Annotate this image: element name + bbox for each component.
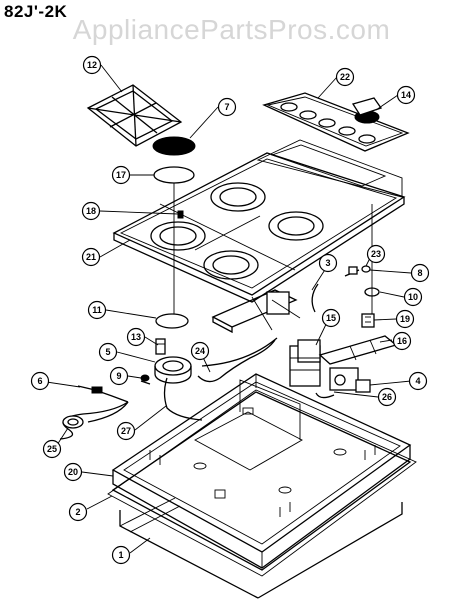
control-panel-overlay [262, 92, 410, 152]
callout-18: 18 [81, 201, 101, 221]
callout-10: 10 [403, 287, 423, 307]
svg-text:3: 3 [325, 258, 330, 268]
callout-6: 6 [30, 371, 50, 391]
callout-2: 2 [68, 502, 88, 522]
svg-text:6: 6 [37, 376, 42, 386]
svg-text:11: 11 [92, 305, 102, 315]
callout-20: 20 [63, 462, 83, 482]
screw [140, 374, 151, 385]
callout-25: 25 [42, 439, 62, 459]
burner-box [111, 373, 412, 569]
gas-line [163, 377, 203, 421]
callout-21: 21 [81, 247, 101, 267]
callout-11: 11 [87, 300, 107, 320]
callout-17: 17 [111, 165, 131, 185]
valve-manifold [289, 335, 398, 399]
svg-text:10: 10 [408, 292, 418, 302]
callout-5: 5 [98, 342, 118, 362]
callout-8: 8 [410, 263, 430, 283]
cooktop [112, 139, 406, 303]
callout-4: 4 [408, 371, 428, 391]
svg-text:15: 15 [326, 313, 336, 323]
svg-text:20: 20 [68, 467, 78, 477]
svg-text:26: 26 [382, 392, 392, 402]
callout-9: 9 [109, 366, 129, 386]
svg-text:13: 13 [131, 332, 141, 342]
svg-text:17: 17 [116, 170, 126, 180]
callout-24: 24 [190, 341, 210, 361]
svg-text:4: 4 [415, 376, 420, 386]
bottom-support [119, 497, 403, 599]
callout-12: 12 [82, 55, 102, 75]
wiring-harness [201, 283, 319, 367]
svg-text:1: 1 [118, 550, 123, 560]
model-number: 82J'-2K [4, 2, 68, 21]
svg-text:19: 19 [400, 314, 410, 324]
callout-7: 7 [217, 97, 237, 117]
svg-text:21: 21 [86, 252, 96, 262]
svg-text:16: 16 [397, 336, 407, 346]
callout-22: 22 [335, 67, 355, 87]
svg-text:24: 24 [195, 346, 205, 356]
svg-text:18: 18 [86, 206, 96, 216]
callout-3: 3 [318, 253, 338, 273]
svg-text:8: 8 [417, 268, 422, 278]
svg-text:22: 22 [340, 72, 350, 82]
bracket [361, 313, 375, 328]
trim-gasket [107, 389, 417, 577]
igniter-wire [197, 339, 276, 383]
burner-head [154, 356, 192, 384]
callout-13: 13 [126, 327, 146, 347]
svg-text:12: 12 [87, 60, 97, 70]
grommet [361, 265, 371, 273]
callout-19: 19 [395, 309, 415, 329]
orifice-fitting [155, 338, 166, 355]
burner-grate [86, 84, 183, 147]
strain-relief [62, 415, 84, 429]
watermark: AppliancePartsPros.com [72, 14, 391, 45]
callout-23: 23 [366, 244, 386, 264]
svg-text:5: 5 [105, 347, 110, 357]
burner-ring [153, 166, 195, 184]
svg-text:2: 2 [75, 507, 80, 517]
callout-1: 1 [111, 545, 131, 565]
callout-14: 14 [396, 85, 416, 105]
callout-26: 26 [377, 387, 397, 407]
svg-text:9: 9 [116, 371, 121, 381]
svg-text:25: 25 [47, 444, 57, 454]
svg-text:14: 14 [401, 90, 411, 100]
burner-cap [152, 136, 196, 156]
callout-15: 15 [321, 308, 341, 328]
callout-27: 27 [116, 421, 136, 441]
callouts: 12 22 7 14 17 18 21 3 23 8 10 11 19 15 1… [30, 55, 430, 565]
burner-seal [155, 313, 189, 329]
spark-electrode [344, 266, 360, 277]
svg-text:7: 7 [224, 102, 229, 112]
callout-16: 16 [392, 331, 412, 351]
control-knob [351, 97, 383, 124]
svg-text:23: 23 [371, 249, 381, 259]
svg-text:27: 27 [121, 426, 131, 436]
